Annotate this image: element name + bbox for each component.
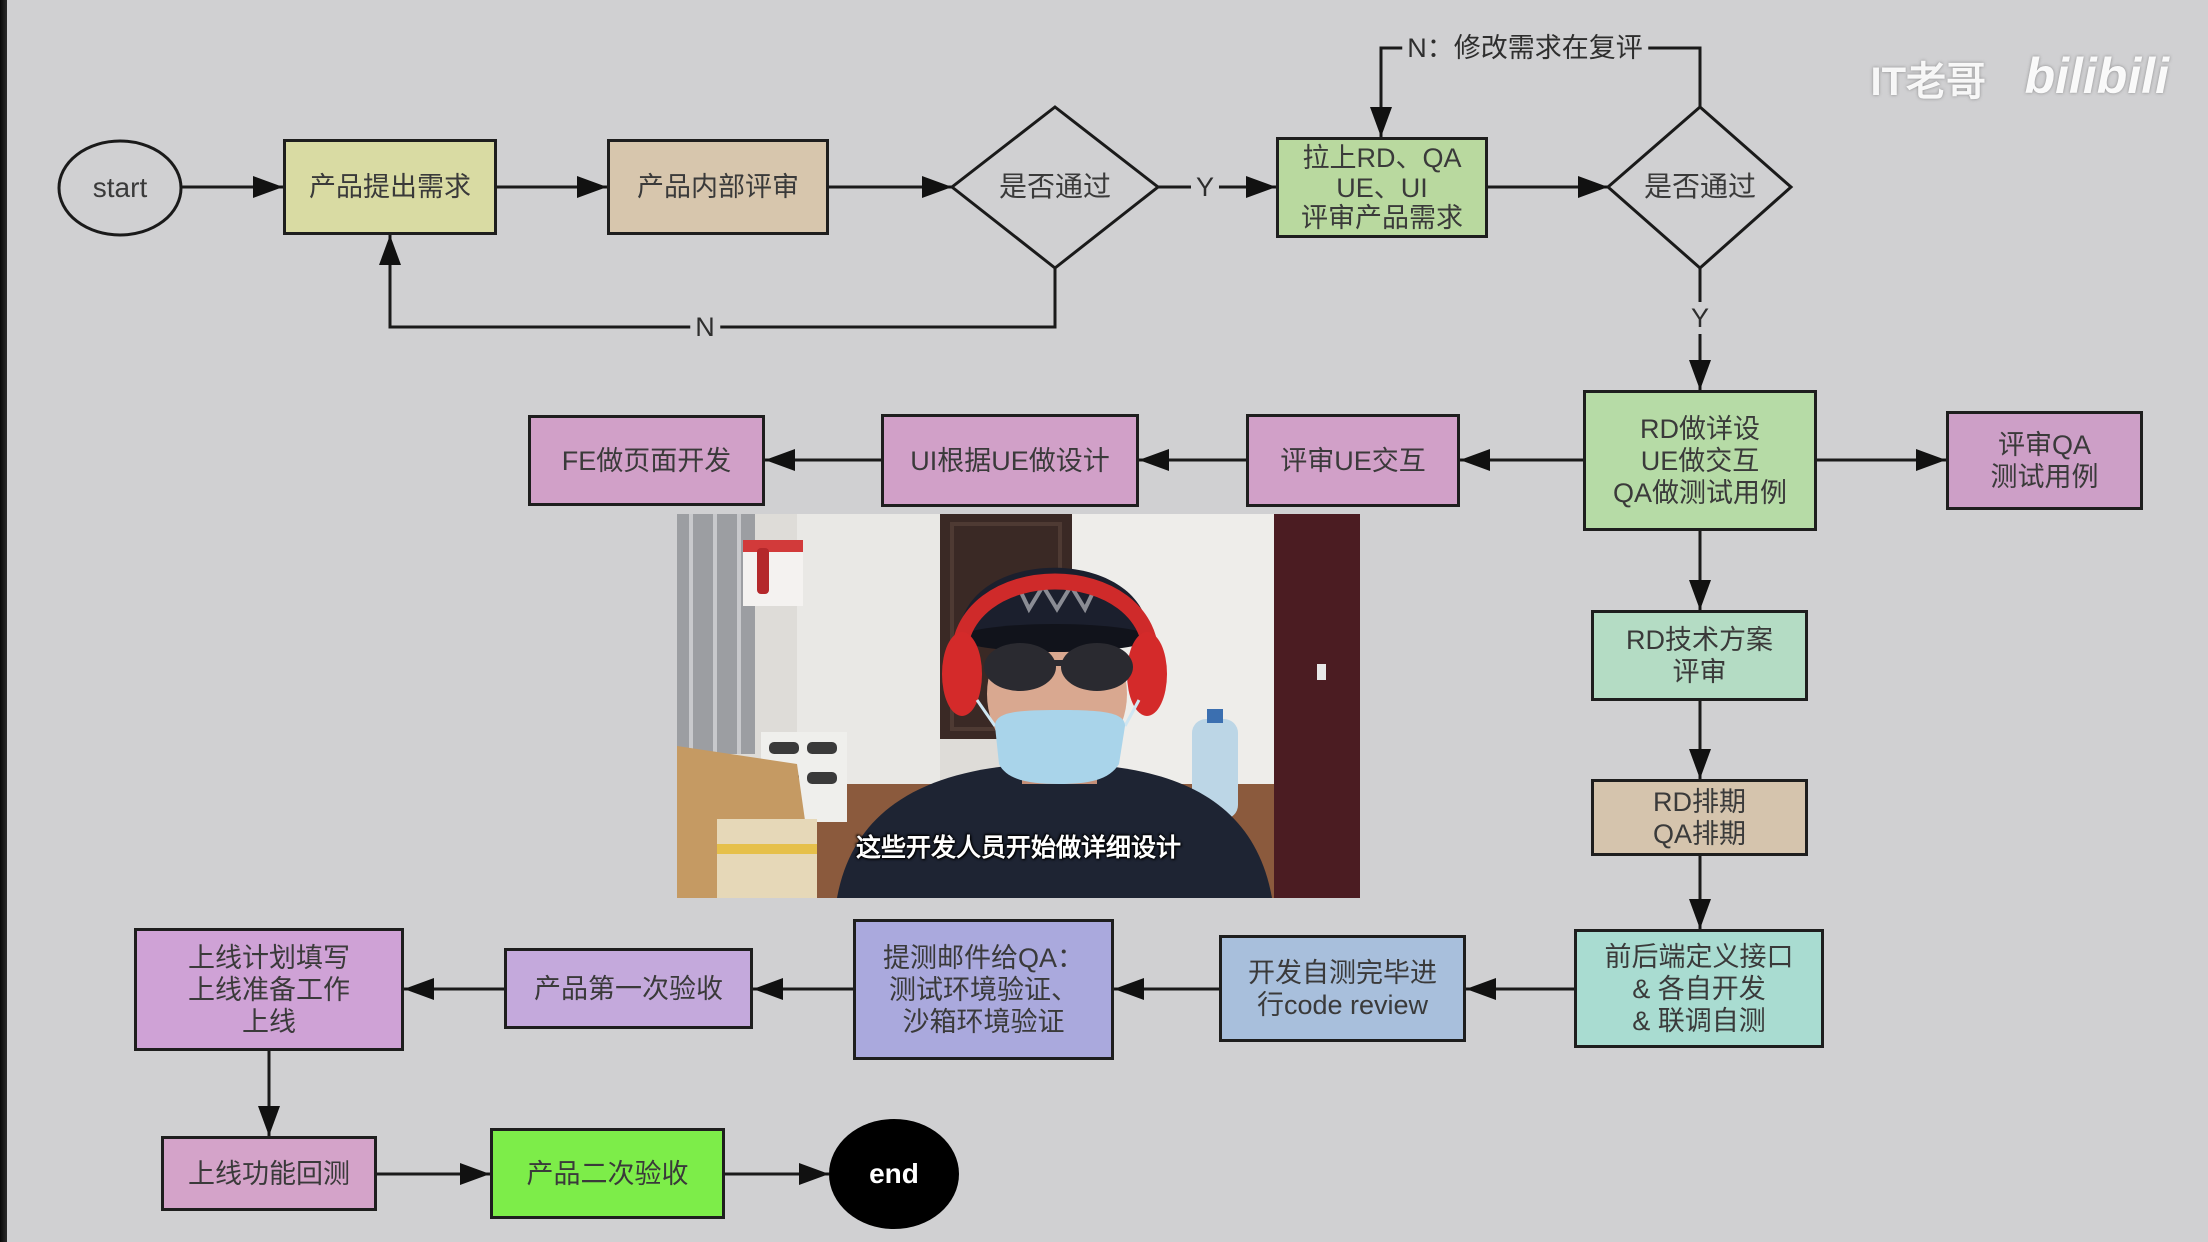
node-text-line: RD技术方案 xyxy=(1626,624,1773,655)
end-label: end xyxy=(869,1158,919,1189)
node-qa-case-review: 评审QA 测试用例 xyxy=(1946,411,2143,510)
wall-switch xyxy=(1317,664,1326,680)
sunglasses-right-lens xyxy=(1061,643,1133,691)
node-text-line: & 各自开发 xyxy=(1632,973,1766,1004)
node-text-line: 产品第一次验收 xyxy=(534,973,723,1004)
presenter-shirt xyxy=(837,766,1272,898)
node-text-line: FE做页面开发 xyxy=(561,445,732,476)
node-text-line: 上线准备工作 xyxy=(188,974,350,1005)
node-text-line: RD排期 xyxy=(1653,786,1746,817)
wall-poster-header xyxy=(743,540,803,552)
node-first-acceptance: 产品第一次验收 xyxy=(504,948,753,1029)
start-node xyxy=(57,139,183,237)
presenter-scene xyxy=(677,514,1360,898)
node-schedule: RD排期 QA排期 xyxy=(1591,779,1808,856)
node-ui-design: UI根据UE做设计 xyxy=(881,414,1139,507)
headphone-band xyxy=(950,573,1160,665)
face-mask xyxy=(995,710,1125,784)
node-fe-dev: FE做页面开发 xyxy=(528,415,765,506)
node-text-line: 上线计划填写 xyxy=(188,942,350,973)
mask-strap-left xyxy=(975,699,997,727)
node-text-line: UI根据UE做设计 xyxy=(910,445,1110,476)
node-text-line: 产品提出需求 xyxy=(309,172,471,202)
node-regression-test: 上线功能回测 xyxy=(161,1136,377,1211)
package-tape xyxy=(717,844,817,854)
video-subtitle: 这些开发人员开始做详细设计 xyxy=(855,834,1181,862)
node-text-line: 上线 xyxy=(242,1006,296,1037)
node-text-line: 评审产品需求 xyxy=(1301,202,1463,233)
bilibili-logo: bilibili xyxy=(2024,48,2169,104)
sunglasses-bridge xyxy=(1049,660,1069,666)
sunglasses-left-lens xyxy=(984,643,1056,691)
start-label: start xyxy=(92,172,148,203)
node-text-line: 产品内部评审 xyxy=(637,172,799,202)
end-node xyxy=(829,1119,959,1229)
node-ue-review: 评审UE交互 xyxy=(1246,414,1460,507)
node-team-review: 拉上RD、QA UE、UI 评审产品需求 xyxy=(1276,137,1488,238)
node-text-line: 沙箱环境验证 xyxy=(902,1006,1065,1037)
fire-extinguisher xyxy=(757,548,769,594)
node-propose-requirement: 产品提出需求 xyxy=(283,139,497,235)
decision-2-yes-label: Y xyxy=(1685,302,1715,334)
node-release-plan: 上线计划填写 上线准备工作 上线 xyxy=(134,928,404,1051)
watermark-channel-name: IT老哥 xyxy=(1870,60,1986,104)
node-text-line: UE、UI xyxy=(1336,172,1428,203)
decision-2-no-label: N：修改需求在复评 xyxy=(1402,32,1648,64)
arrow-decision-1-no-loop xyxy=(379,235,1057,329)
node-text-line: 行code review xyxy=(1256,989,1429,1020)
node-text-line: 产品二次验收 xyxy=(526,1158,689,1189)
metal-rack-bars xyxy=(689,514,741,754)
decision-1-label: 是否通过 xyxy=(998,171,1112,202)
water-bottle-cap xyxy=(1207,709,1223,723)
decision-1-yes-label: Y xyxy=(1190,171,1220,203)
node-text-line: UE做交互 xyxy=(1640,445,1760,476)
node-text-line: 测试环境验证、 xyxy=(889,974,1078,1005)
presenter-cap-brim xyxy=(959,624,1151,652)
decision-2-label: 是否通过 xyxy=(1643,171,1757,202)
node-submit-test: 提测邮件给QA： 测试环境验证、 沙箱环境验证 xyxy=(853,919,1114,1060)
node-text-line: 提测邮件给QA： xyxy=(882,942,1084,973)
node-second-acceptance: 产品二次验收 xyxy=(490,1128,725,1219)
package-box xyxy=(717,819,817,898)
node-text-line: 开发自测完毕进 xyxy=(1248,957,1437,988)
node-tech-review: RD技术方案 评审 xyxy=(1591,610,1808,701)
presenter-video: 这些开发人员开始做详细设计 xyxy=(677,514,1360,898)
node-text-line: 评审QA xyxy=(1997,429,2091,460)
node-detail-design: RD做详设 UE做交互 QA做测试用例 xyxy=(1583,390,1817,531)
curtain xyxy=(1274,514,1360,898)
node-text-line: 拉上RD、QA xyxy=(1302,142,1462,173)
node-text-line: RD做详设 xyxy=(1640,413,1760,444)
node-text-line: 评审 xyxy=(1672,656,1727,687)
decision-1-no-label: N xyxy=(690,311,720,343)
headphone-left-cup xyxy=(942,632,982,716)
water-bottle xyxy=(1192,719,1238,819)
node-self-test-code-review: 开发自测完毕进 行code review xyxy=(1219,935,1466,1042)
node-text-line: QA排期 xyxy=(1652,818,1746,849)
left-edge-border xyxy=(0,0,7,1242)
mask-strap-right xyxy=(1123,699,1141,727)
node-internal-review: 产品内部评审 xyxy=(607,139,829,235)
node-text-line: & 联调自测 xyxy=(1632,1005,1766,1036)
node-interface-dev: 前后端定义接口 & 各自开发 & 联调自测 xyxy=(1574,929,1824,1048)
node-text-line: 评审UE交互 xyxy=(1280,445,1426,476)
node-text-line: 上线功能回测 xyxy=(188,1158,350,1189)
node-text-line: 前后端定义接口 xyxy=(1604,941,1794,972)
node-text-line: 测试用例 xyxy=(1990,461,2099,492)
node-text-line: QA做测试用例 xyxy=(1612,477,1787,508)
cap-logo xyxy=(1015,582,1099,614)
headphone-right-cup xyxy=(1127,632,1167,716)
